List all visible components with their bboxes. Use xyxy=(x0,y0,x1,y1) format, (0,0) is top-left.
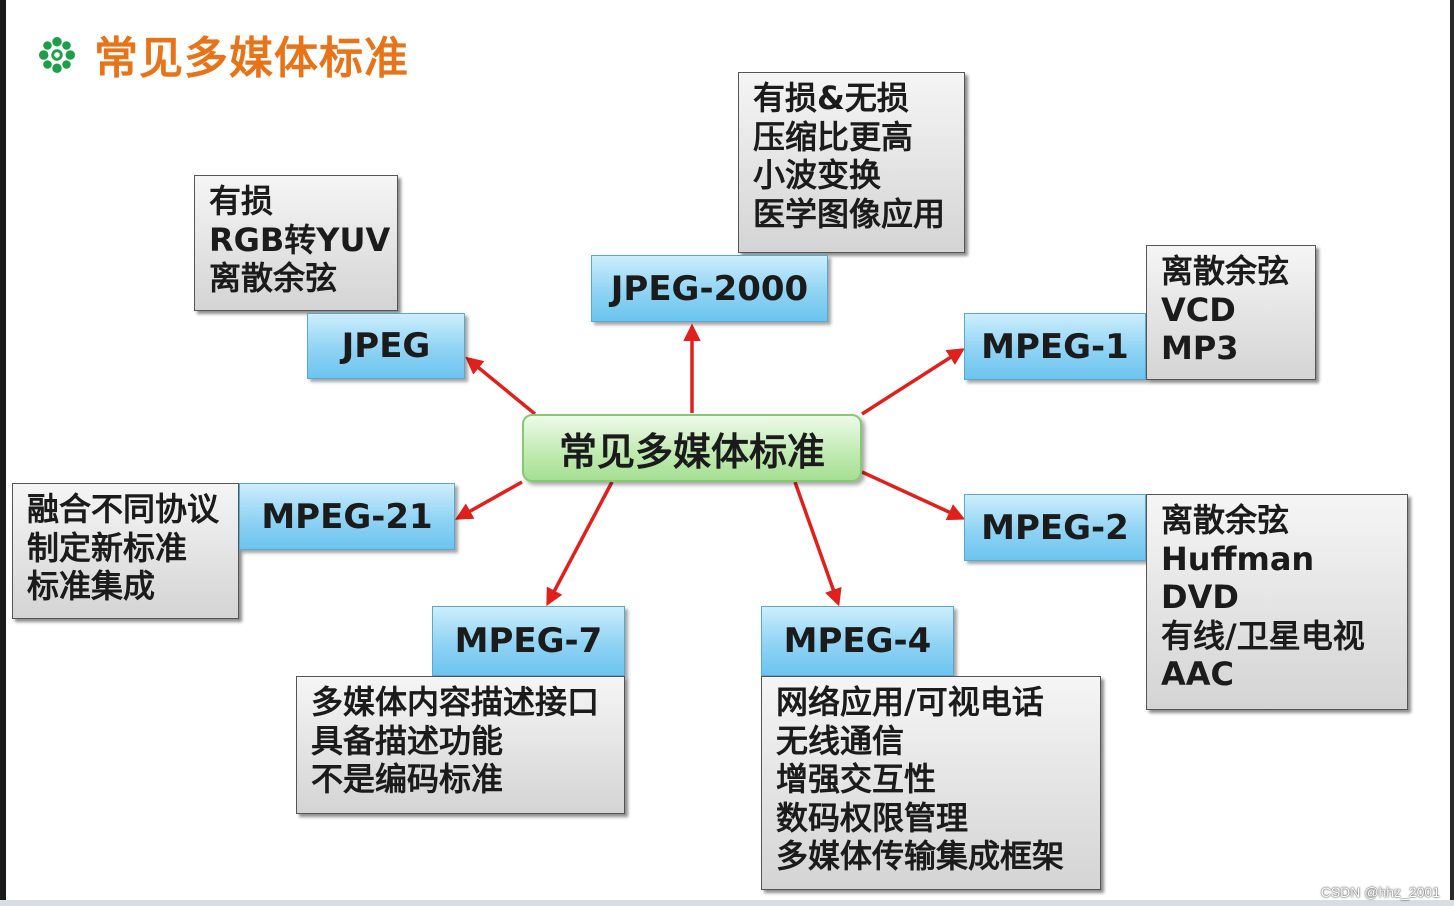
mpeg4-detail: 增强交互性 xyxy=(776,760,937,798)
jpeg2000-node: JPEG-2000 xyxy=(591,255,828,322)
mpeg21-node: MPEG-21 xyxy=(239,483,455,550)
mpeg7-detail: 多媒体内容描述接口 xyxy=(311,683,600,721)
jpeg2000-detail: 有损&无损 xyxy=(753,79,909,117)
mpeg1-detail: MP3 xyxy=(1161,329,1239,367)
mpeg1-node: MPEG-1 xyxy=(964,313,1146,380)
right-frame-edge xyxy=(1450,0,1454,906)
jpeg-detail: 离散余弦 xyxy=(209,259,338,297)
mpeg1-detail: VCD xyxy=(1161,290,1236,329)
mpeg4-detail: 无线通信 xyxy=(776,721,905,760)
arrow-to-mpeg21 xyxy=(454,480,523,520)
mpeg1-details-box: 离散余弦 VCD MP3 xyxy=(1146,245,1316,380)
arrow-to-jpeg xyxy=(465,356,537,416)
arrow-to-mpeg4 xyxy=(793,481,842,607)
mpeg7-details-box: 多媒体内容描述接口 具备描述功能 不是编码标准 xyxy=(296,676,625,814)
mpeg4-details-box: 网络应用/可视电话 无线通信 增强交互性 数码权限管理 多媒体传输集成框架 xyxy=(761,676,1101,890)
arrow-to-mpeg2 xyxy=(861,470,966,521)
left-frame-edge xyxy=(0,0,6,906)
page-title: 常见多媒体标准 xyxy=(94,33,409,84)
mpeg4-detail: 网络应用/可视电话 xyxy=(776,683,1044,721)
mpeg21-detail: 制定新标准 xyxy=(27,528,188,567)
mpeg4-detail: 多媒体传输集成框架 xyxy=(776,837,1065,875)
mpeg4-label: MPEG-4 xyxy=(783,621,932,661)
mpeg2-detail: DVD xyxy=(1161,578,1239,616)
mpeg7-detail: 不是编码标准 xyxy=(311,760,504,798)
mpeg7-node: MPEG-7 xyxy=(432,606,625,676)
center-label: 常见多媒体标准 xyxy=(558,429,825,474)
mpeg2-label: MPEG-2 xyxy=(981,507,1129,548)
jpeg-detail: RGB转YUV xyxy=(209,220,391,259)
mpeg21-label: MPEG-21 xyxy=(261,496,433,537)
mpeg21-details-box: 融合不同协议 制定新标准 标准集成 xyxy=(12,483,239,619)
mpeg7-label: MPEG-7 xyxy=(454,621,603,661)
mpeg2-detail: 离散余弦 xyxy=(1161,501,1290,539)
mpeg2-detail: AAC xyxy=(1161,655,1235,693)
green-flower-bullet-icon xyxy=(38,36,76,74)
mpeg4-node: MPEG-4 xyxy=(761,606,954,676)
center-node: 常见多媒体标准 xyxy=(522,414,862,482)
mpeg4-detail: 数码权限管理 xyxy=(776,798,969,837)
jpeg-label: JPEG xyxy=(341,326,431,366)
jpeg-node: JPEG xyxy=(307,313,465,379)
mpeg2-detail: 有线/卫星电视 xyxy=(1161,616,1365,655)
mpeg7-detail: 具备描述功能 xyxy=(311,721,504,760)
mpeg21-detail: 标准集成 xyxy=(27,567,156,605)
mpeg1-detail: 离散余弦 xyxy=(1161,252,1290,290)
mpeg2-details-box: 离散余弦 Huffman DVD 有线/卫星电视 AAC xyxy=(1146,494,1408,710)
bottom-edge xyxy=(0,900,1454,906)
arrow-to-mpeg1 xyxy=(861,348,965,416)
jpeg2000-detail: 小波变换 xyxy=(753,156,882,194)
jpeg2000-label: JPEG-2000 xyxy=(610,268,809,309)
mpeg2-detail: Huffman xyxy=(1161,539,1315,578)
jpeg2000-detail: 压缩比更高 xyxy=(753,117,914,156)
mpeg2-node: MPEG-2 xyxy=(964,494,1146,561)
jpeg2000-detail: 医学图像应用 xyxy=(753,194,946,233)
arrow-to-mpeg7 xyxy=(546,481,614,607)
jpeg-details-box: 有损 RGB转YUV 离散余弦 xyxy=(194,175,398,311)
jpeg-detail: 有损 xyxy=(209,182,274,220)
mpeg21-detail: 融合不同协议 xyxy=(27,490,220,528)
jpeg2000-details-box: 有损&无损 压缩比更高 小波变换 医学图像应用 xyxy=(738,72,965,253)
mpeg1-label: MPEG-1 xyxy=(981,326,1129,367)
watermark: CSDN @hhz_2001 xyxy=(1320,884,1440,900)
